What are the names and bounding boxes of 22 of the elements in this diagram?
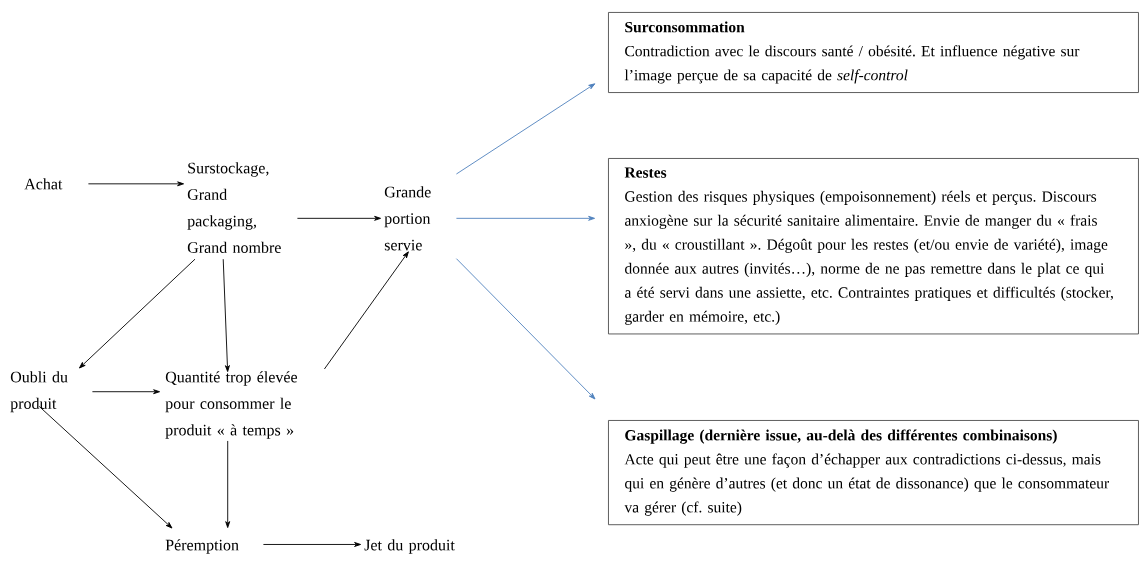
flow-text: Péremption bbox=[165, 539, 239, 554]
arrow bbox=[323, 251, 409, 370]
arrow bbox=[225, 440, 231, 529]
arrow bbox=[262, 542, 362, 547]
arrow bbox=[91, 389, 161, 395]
flow-text: Jet du produit bbox=[364, 539, 455, 554]
arrow bbox=[87, 181, 185, 187]
text-box: Gaspillage (dernière issue, au-delà des différentes combinaisons) Acte qui peut être une façon d’échapper aux contradictions ci-dessus, mais qui en génère d’autres (et donc un état de dissonance) que le consommateur va gérer (cf. suite) bbox=[608, 420, 1139, 526]
arrow bbox=[455, 83, 596, 175]
arrow bbox=[455, 215, 596, 221]
arrow bbox=[296, 215, 382, 221]
flow-text: Surstockage, Grand packaging, Grand nombre bbox=[187, 162, 281, 253]
flow-text: Quantité trop élevée pour consommer le produit « à temps » bbox=[165, 371, 298, 439]
arrow bbox=[455, 258, 596, 400]
arrow bbox=[222, 258, 230, 373]
arrow bbox=[79, 258, 196, 369]
arrow bbox=[38, 405, 173, 529]
text-box: Restes Gestion des risques physiques (empoisonnement) réels et perçus. Discours anxiogène sur la sécurité sanitaire alimentaire. Envie de manger du « frais », du « croustillant ». Dégoût pour les restes (et/ou envie de variété), image donnée aux autres (invités…), norme de ne pas remettre dans le plat ce qui a été servi dans une assiette, etc. Contraintes pratiques et difficultés (stocker, garder en mémoire, etc.) bbox=[608, 158, 1139, 335]
text-box: Surconsommation Contradiction avec le discours santé / obésité. Et influence négative sur l’image perçue de sa capacité de self-control bbox=[608, 12, 1139, 93]
flow-text: Oubli du produit bbox=[10, 371, 68, 413]
flow-text: Achat bbox=[24, 178, 63, 190]
flow-text: Grande portion servie bbox=[384, 186, 431, 251]
